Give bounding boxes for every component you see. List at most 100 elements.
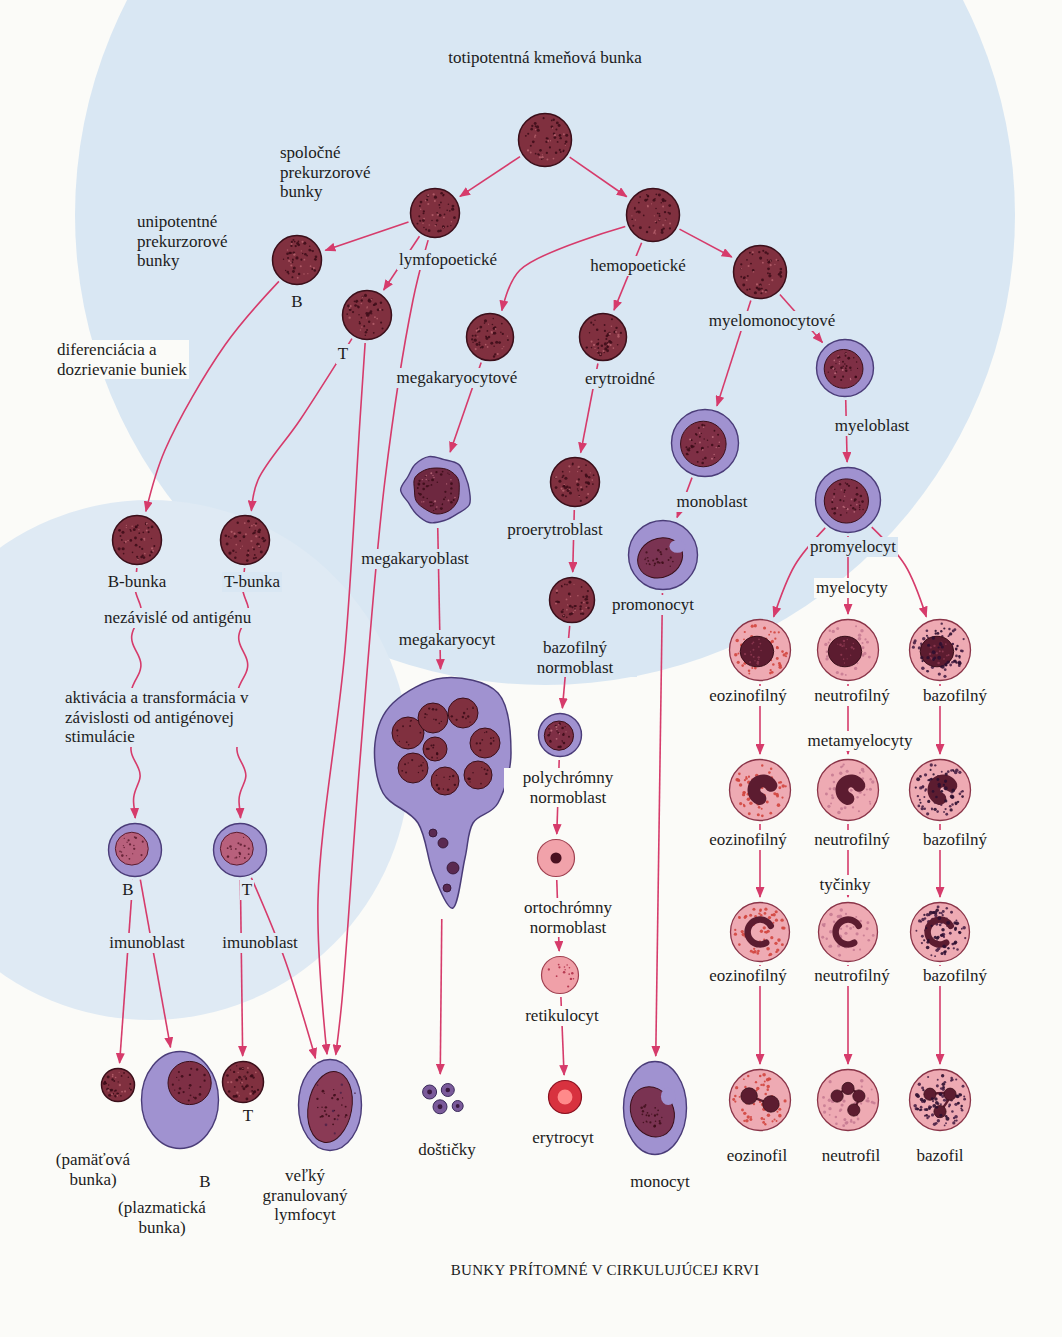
cell-shape [212, 822, 268, 878]
granule [631, 218, 633, 220]
cell-label: T [241, 1106, 255, 1126]
granule [746, 259, 748, 261]
granule [769, 812, 772, 815]
granule [124, 838, 125, 839]
granule [932, 773, 934, 775]
granule [667, 212, 669, 214]
granule [364, 294, 367, 297]
granule [701, 447, 704, 450]
granule [946, 907, 948, 909]
granule [562, 733, 565, 736]
granule [659, 551, 661, 553]
granule [862, 771, 864, 773]
granule [831, 773, 834, 776]
granule [662, 206, 664, 208]
granule [738, 772, 741, 775]
granule [590, 472, 591, 473]
granule [846, 512, 847, 513]
granule [452, 205, 455, 208]
granule [961, 650, 964, 653]
cell-node: bazofilný [909, 901, 971, 963]
granule [655, 233, 656, 234]
granule [178, 1092, 181, 1095]
granule [773, 792, 776, 795]
granule [944, 668, 947, 671]
cell-node: neutrofilný [816, 618, 880, 682]
granule [435, 224, 437, 226]
granule [251, 1090, 253, 1092]
granule [121, 1075, 123, 1077]
granule [659, 219, 661, 221]
granule [830, 366, 833, 369]
granule [591, 479, 593, 481]
granule [563, 615, 565, 617]
granule [313, 267, 315, 269]
granule [944, 799, 947, 802]
granule [647, 206, 649, 208]
granule [758, 646, 760, 648]
granule [707, 446, 708, 447]
granule [574, 609, 576, 611]
granule [417, 483, 420, 486]
granule [303, 259, 305, 261]
granule [853, 511, 855, 513]
arrow-connector [251, 878, 315, 1058]
granule [955, 655, 958, 658]
granule [293, 266, 296, 269]
granule [432, 747, 434, 749]
granule [225, 534, 228, 537]
granule [862, 509, 863, 510]
cell-label: (plazmatická bunka) [105, 1198, 219, 1237]
granule [647, 195, 649, 197]
cell-shape [670, 408, 740, 478]
granule [452, 775, 454, 777]
granule [842, 369, 844, 371]
cell-part [452, 1101, 463, 1112]
granule [583, 601, 585, 603]
granule [147, 527, 149, 529]
granule [839, 363, 841, 365]
granule [239, 853, 241, 855]
granule [438, 722, 440, 724]
granule [942, 651, 944, 653]
granule [356, 301, 358, 303]
granule [366, 307, 367, 308]
granule [139, 546, 141, 548]
granule [401, 770, 403, 772]
cell-shape [816, 758, 880, 822]
granule [846, 365, 848, 367]
granule [843, 500, 845, 502]
granule [944, 663, 947, 666]
cell-part [343, 291, 392, 340]
granule [921, 807, 924, 810]
granule [949, 932, 952, 935]
granule [314, 258, 317, 261]
granule [501, 348, 502, 349]
granule [558, 124, 561, 127]
cell-part [429, 829, 437, 837]
granule [354, 304, 357, 307]
granule [854, 508, 856, 510]
cell-node: bazofilný normoblast [548, 576, 596, 624]
granule [119, 851, 121, 853]
granule [782, 926, 785, 929]
granule [927, 644, 930, 647]
granule [123, 845, 124, 846]
granule [844, 495, 846, 497]
granule [568, 736, 570, 738]
granule [179, 1087, 182, 1090]
granule [851, 646, 853, 648]
granule [230, 537, 231, 538]
cell-node: polychrómny normoblast [537, 712, 583, 758]
granule [507, 339, 509, 341]
granule [761, 814, 764, 817]
cell-shape [729, 901, 791, 963]
granule [110, 1089, 113, 1092]
granule [549, 732, 550, 733]
granule [647, 557, 649, 559]
granule [255, 557, 257, 559]
granule [295, 245, 297, 247]
granule [428, 707, 430, 709]
granule [530, 145, 532, 147]
granule [420, 209, 421, 210]
